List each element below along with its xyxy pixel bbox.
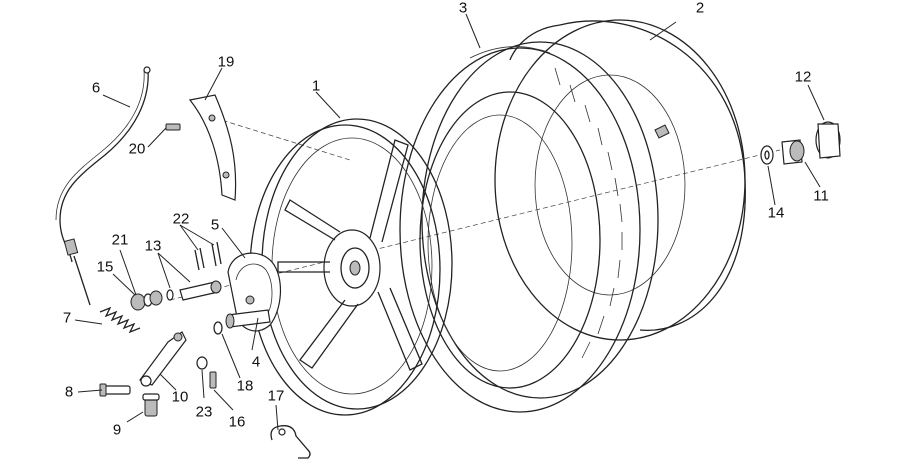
callout-2: 2 — [695, 0, 705, 17]
callout-7: 7 — [62, 309, 72, 327]
callout-12: 12 — [794, 68, 812, 86]
callout-9: 9 — [112, 421, 122, 439]
spacer-washer — [760, 145, 774, 165]
wheel-rim — [249, 118, 453, 416]
callout-10: 10 — [171, 388, 189, 406]
shoe-springs — [194, 241, 222, 271]
callout-23: 23 — [195, 403, 213, 421]
callout-8: 8 — [64, 383, 74, 401]
callout-16: 16 — [228, 413, 246, 431]
callout-22: 22 — [172, 210, 190, 228]
callout-1: 1 — [311, 77, 321, 95]
callout-19: 19 — [217, 53, 235, 71]
lever-bolt — [142, 393, 160, 417]
hub-cap — [815, 121, 841, 159]
callout-17: 17 — [267, 387, 285, 405]
cable-pin — [99, 383, 131, 397]
guard-screw — [165, 123, 181, 131]
cotter-pin — [270, 425, 311, 459]
callout-4: 4 — [251, 353, 261, 371]
adjuster-nut — [130, 289, 174, 311]
callout-5: 5 — [210, 216, 220, 234]
guard-centerline — [214, 117, 351, 161]
inner-tube — [494, 19, 746, 341]
callout-6: 6 — [91, 79, 101, 97]
callout-18: 18 — [236, 377, 254, 395]
brake-cam — [225, 309, 271, 329]
mud-guard — [188, 94, 237, 201]
callout-11: 11 — [813, 187, 829, 205]
callout-14: 14 — [767, 204, 785, 222]
brake-cable — [55, 66, 151, 306]
leader-lines — [74, 13, 825, 431]
return-spring — [99, 306, 141, 334]
callout-13: 13 — [144, 237, 162, 255]
axle-nut — [781, 139, 805, 165]
circlip — [213, 321, 223, 335]
brake-pin — [179, 280, 222, 301]
callout-21: 21 — [111, 231, 129, 249]
callout-15: 15 — [96, 258, 114, 276]
washer-23 — [196, 356, 208, 370]
screw-16 — [209, 371, 217, 389]
brake-lever — [139, 331, 187, 387]
callout-20: 20 — [128, 140, 146, 158]
tyre — [399, 41, 659, 413]
callout-3: 3 — [458, 0, 468, 17]
